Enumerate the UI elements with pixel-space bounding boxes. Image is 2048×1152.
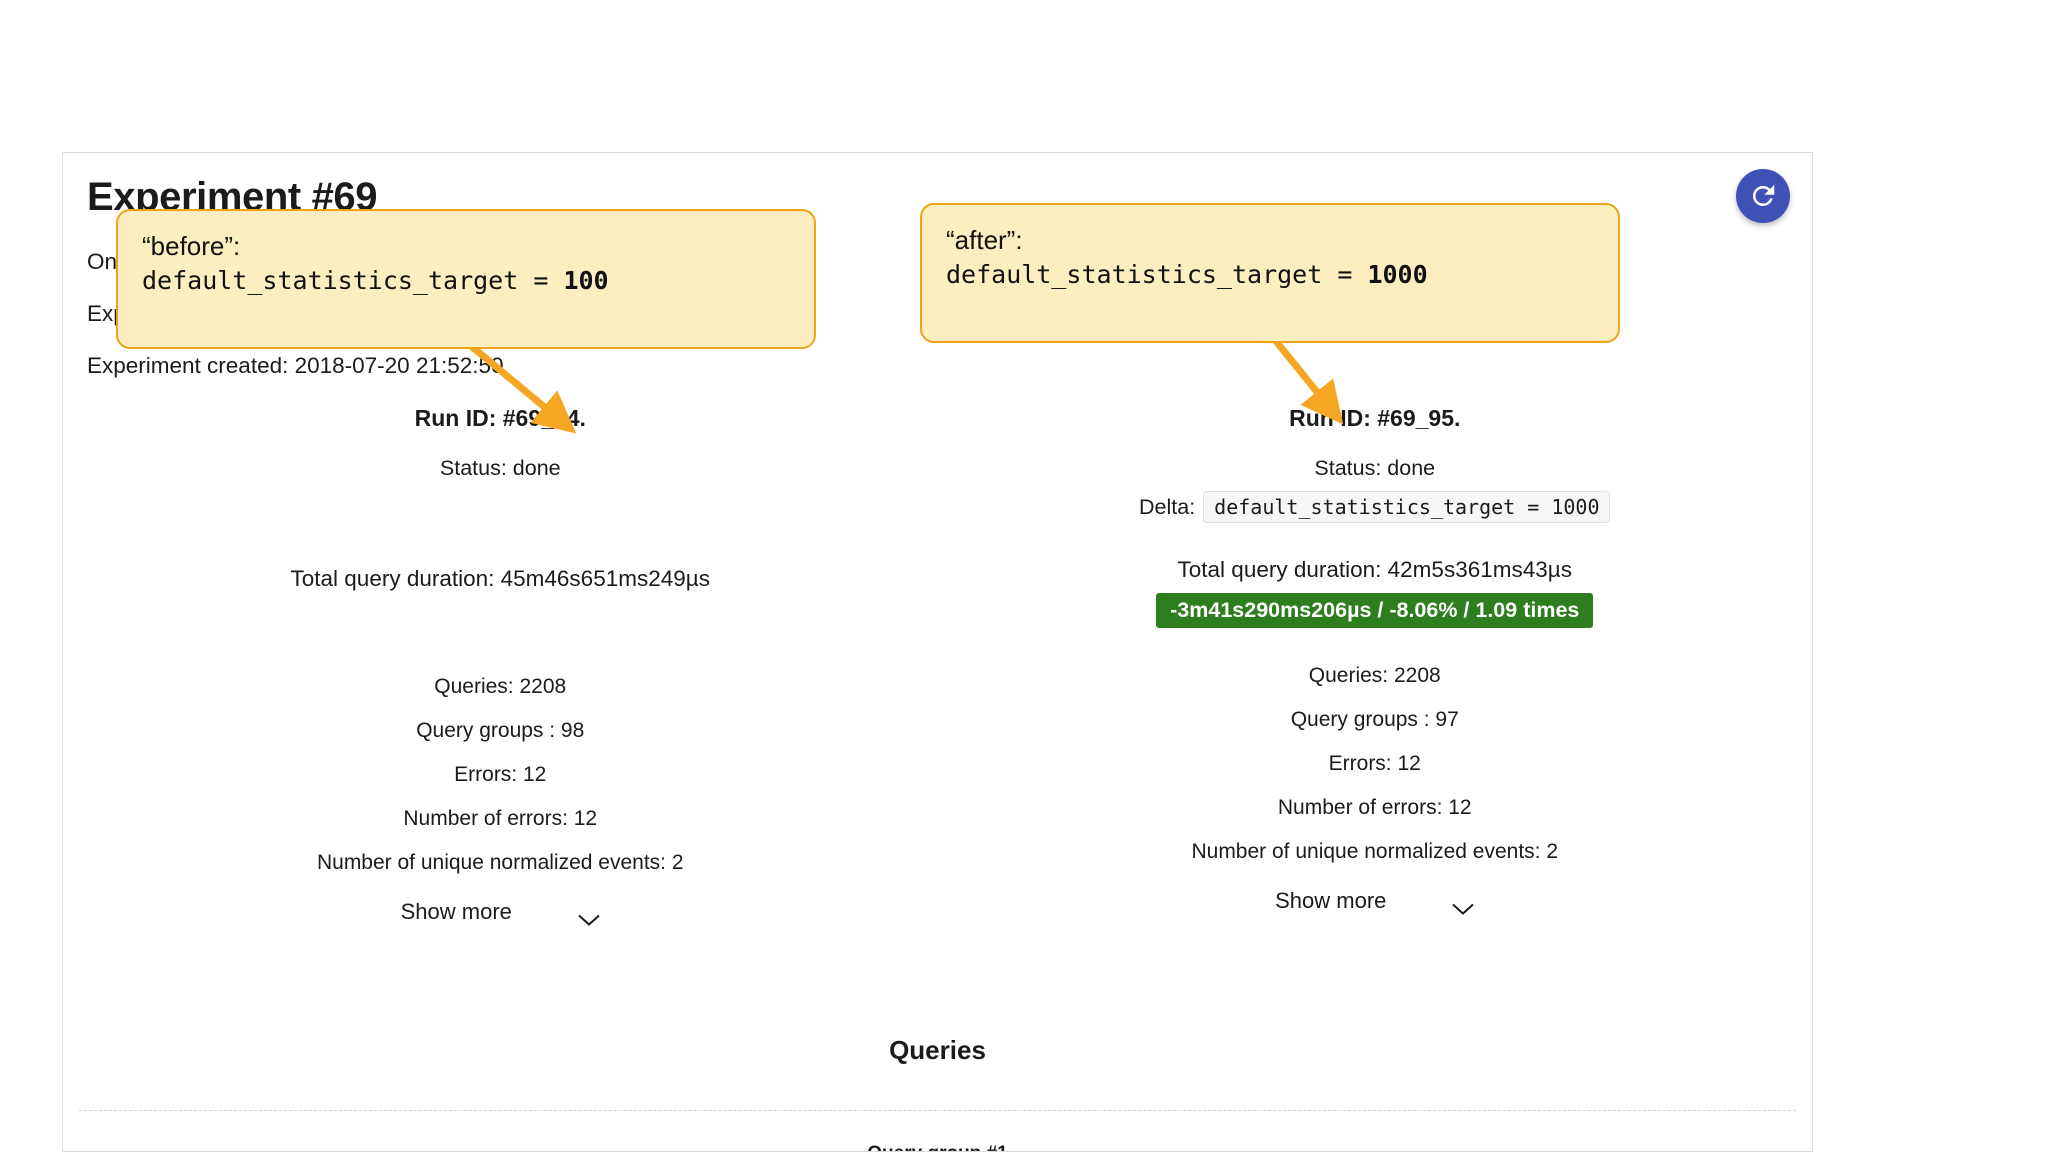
stat-queries: Queries: 2208: [1308, 664, 1441, 687]
stat-queries: Queries: 2208: [434, 675, 567, 698]
refresh-icon: [1752, 184, 1775, 206]
run-id-label: Run ID: #69_95.: [1289, 405, 1461, 431]
runs-comparison: Run ID: #69_94. Status: done Total query…: [63, 405, 1813, 926]
run-status: Status: done: [1314, 456, 1436, 480]
section-divider: [79, 1110, 1796, 1111]
delta-row: Delta: default_statistics_target = 1000: [938, 491, 1813, 523]
delta-badge-wrap: -3m41s290ms206µs / -8.06% / 1.09 times: [938, 593, 1813, 628]
queries-heading: Queries: [889, 1035, 986, 1065]
delta-badge-placeholder: [63, 602, 938, 639]
intro-line-3: Experiment created: 2018-07-20 21:52:50: [87, 353, 504, 378]
callout-after-code-value: 1000: [1367, 259, 1428, 289]
run-column-after: Run ID: #69_95. Status: done Delta: defa…: [938, 405, 1813, 925]
callout-after: “after”: default_statistics_target = 100…: [920, 203, 1620, 343]
callout-before-title: “before”:: [142, 231, 241, 261]
stat-query-groups: Query groups : 98: [416, 719, 585, 742]
stat-errors: Errors: 12: [1328, 752, 1421, 775]
run-status: Status: done: [439, 456, 561, 480]
callout-after-code: default_statistics_target = 1000: [946, 258, 1594, 292]
delta-label: Delta:: [1139, 494, 1196, 519]
delta-placeholder: [63, 491, 938, 532]
callout-before-code-value: 100: [563, 265, 609, 295]
total-query-duration: Total query duration: 45m46s651ms249µs: [290, 566, 710, 591]
run-id-label: Run ID: #69_94.: [414, 405, 586, 431]
stat-errors: Errors: 12: [454, 763, 547, 786]
stat-query-groups: Query groups : 97: [1290, 708, 1459, 731]
show-more-label: Show more: [400, 899, 512, 924]
stat-number-of-errors: Number of errors: 12: [1277, 796, 1472, 819]
show-more-toggle-after[interactable]: Show more: [1275, 888, 1475, 915]
chevron-down-icon: [1452, 895, 1475, 915]
stat-unique-normalized-events: Number of unique normalized events: 2: [1191, 840, 1559, 863]
callout-before-code-prefix: default_statistics_target =: [142, 265, 564, 295]
status-badge: -3m41s290ms206µs / -8.06% / 1.09 times: [1156, 593, 1594, 628]
stat-number-of-errors: Number of errors: 12: [403, 807, 598, 830]
callout-after-title: “after”:: [946, 225, 1023, 255]
callout-before-code: default_statistics_target = 100: [142, 264, 790, 298]
chevron-down-icon: [578, 906, 600, 926]
run-column-before: Run ID: #69_94. Status: done Total query…: [63, 405, 938, 926]
total-query-duration: Total query duration: 42m5s361ms43µs: [1177, 557, 1572, 582]
refresh-button[interactable]: [1736, 169, 1790, 223]
query-group-label: Query group #1: [63, 1143, 1812, 1151]
callout-before: “before”: default_statistics_target = 10…: [116, 209, 816, 349]
callout-after-code-prefix: default_statistics_target =: [946, 259, 1368, 289]
show-more-label: Show more: [1275, 888, 1387, 913]
show-more-toggle-before[interactable]: Show more: [400, 899, 600, 926]
stat-unique-normalized-events: Number of unique normalized events: 2: [316, 851, 684, 874]
delta-value: default_statistics_target = 1000: [1203, 491, 1611, 523]
